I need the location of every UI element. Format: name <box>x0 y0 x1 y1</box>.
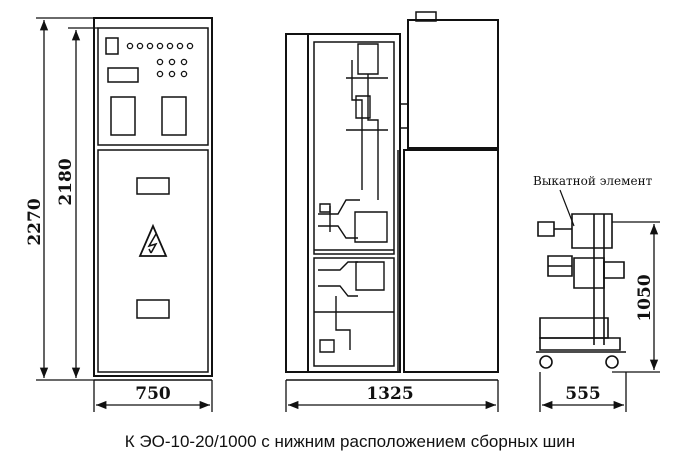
indicator-lamps <box>127 43 192 76</box>
label-withdrawable-element: Выкатной элемент <box>533 174 653 188</box>
dim-height-body: 2180 <box>56 158 76 205</box>
side-dimensions <box>286 380 498 412</box>
dim-height-total: 2270 <box>25 198 45 245</box>
switchgear-drawing: 2270 2180 750 132 <box>25 0 700 430</box>
dim-trolley-height: 1050 <box>635 274 655 321</box>
figure-caption: К ЭО-10-20/1000 с нижним расположением с… <box>124 432 576 451</box>
front-view <box>94 18 212 380</box>
dim-side-depth: 1325 <box>366 384 413 404</box>
side-internal-equipment <box>314 44 394 352</box>
side-view <box>286 12 498 380</box>
trolley-dimensions <box>540 222 660 412</box>
front-dimensions <box>36 18 212 412</box>
dim-front-width: 750 <box>135 384 171 404</box>
trolley-view <box>536 214 626 352</box>
dim-trolley-width: 555 <box>565 384 601 404</box>
trolley-wheels <box>540 356 618 368</box>
